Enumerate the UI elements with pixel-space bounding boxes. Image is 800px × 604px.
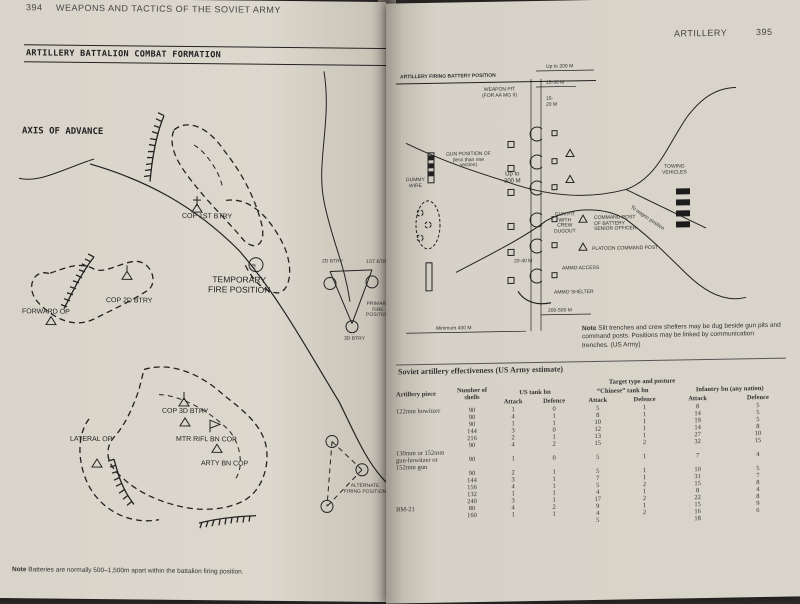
label-weapon-pit: WEAPON PIT (FOR AA MG II) bbox=[482, 87, 517, 99]
label-forward-op: FORWARD OP bbox=[22, 308, 70, 316]
lateral-op-symbol bbox=[92, 459, 102, 467]
row-weapon bbox=[394, 519, 450, 527]
table-cell: 5 bbox=[576, 517, 620, 525]
table-cell: 1 bbox=[620, 446, 670, 468]
artillery-table: Artillery piece Number of shells Target … bbox=[394, 375, 790, 528]
hatched-ridge-bottom bbox=[199, 515, 256, 529]
command-post-symbols bbox=[566, 149, 587, 250]
dimension-range-top bbox=[536, 86, 576, 87]
label-cop-2d: COP 2D BTRY bbox=[106, 297, 152, 304]
lateral-area bbox=[80, 419, 159, 521]
table-title: Soviet artillery effectiveness (US Army … bbox=[398, 365, 563, 377]
table-cell: 4 bbox=[726, 444, 790, 466]
battalion-diagram: ⊖ bbox=[0, 0, 386, 602]
temporary-fire-position-symbol: ⊖ bbox=[251, 264, 256, 270]
table-cell bbox=[620, 516, 670, 524]
table-cell bbox=[494, 518, 532, 526]
label-cop-1st: COP 1ST BTRY bbox=[182, 213, 232, 221]
cop-2d-symbol bbox=[122, 271, 132, 279]
table-cell bbox=[532, 517, 576, 525]
label-platoon-cp: PLATOON COMMAND POST bbox=[592, 246, 658, 253]
label-3d-btry: 3D BTRY bbox=[344, 337, 365, 343]
axis-of-advance-line bbox=[90, 164, 386, 482]
label-temporary: TEMPORARY FIRE POSITION bbox=[208, 274, 270, 295]
btry-2d-marker bbox=[324, 277, 336, 289]
label-alternate: ALTERNATE FIRING POSITION bbox=[344, 484, 386, 495]
arty-bn-symbol bbox=[212, 444, 222, 452]
right-note: Note Slit trenches and crew shelters may… bbox=[582, 322, 782, 351]
label-lateral-op: LATERAL OP bbox=[70, 436, 112, 443]
towing-vehicles bbox=[676, 188, 690, 227]
right-page: ARTILLERY 395 ARTILLERY FIRING BATTERY P… bbox=[386, 0, 800, 604]
label-up-to-200: Up to 200 M bbox=[546, 64, 573, 70]
hatched-ridge-forward bbox=[61, 254, 94, 309]
label-ammo-access: AMMO ACCESS bbox=[562, 266, 599, 272]
label-15-30: 15-30 M bbox=[546, 81, 564, 87]
left-note-text: Batteries are normally 500–1,500m apart … bbox=[26, 566, 243, 575]
cop-1st-symbol bbox=[192, 196, 202, 212]
boundary-line-left bbox=[19, 158, 94, 180]
right-note-text: Slit trenches and crew shelters may be d… bbox=[582, 322, 781, 349]
table-cell: 5 bbox=[576, 447, 620, 469]
label-gun-position: GUN POSITION OF (less than one section) bbox=[446, 152, 491, 169]
col-weapon: Artillery piece bbox=[394, 380, 450, 408]
table-cell: 7 bbox=[669, 445, 725, 467]
table-cell: 18 bbox=[669, 515, 725, 523]
boundary-line bbox=[322, 71, 350, 301]
forward-op-symbol bbox=[46, 316, 56, 324]
dimension-top bbox=[536, 70, 594, 71]
table-cell bbox=[450, 519, 494, 527]
table-cell: 90 bbox=[450, 449, 494, 471]
table-cell: 1 bbox=[494, 448, 532, 470]
terrain-line-top bbox=[406, 88, 736, 199]
dummy-gun-position bbox=[416, 201, 440, 249]
label-ammo-shelter: AMMO SHELTER bbox=[554, 290, 594, 296]
label-2d-btry: 2D BTRY bbox=[322, 259, 343, 265]
right-note-bold: Note bbox=[582, 325, 596, 332]
hatched-ridge-lateral bbox=[108, 459, 134, 505]
table-cell bbox=[726, 514, 790, 522]
flag-symbol bbox=[210, 420, 220, 432]
left-page: 394 WEAPONS AND TACTICS OF THE SOVIET AR… bbox=[0, 0, 386, 602]
alternate-triangle bbox=[327, 441, 362, 506]
col-shells: Number of shells bbox=[450, 380, 494, 408]
label-20-40: 20-40 M bbox=[514, 259, 532, 265]
cop-1st-area bbox=[172, 125, 263, 246]
label-15-20: 15- 20 M bbox=[546, 97, 557, 108]
label-200-500: 200-500 M bbox=[548, 308, 572, 314]
label-up-to-300: Up to 300 M bbox=[504, 171, 521, 184]
label-cop-3d: COP 3D BTRY bbox=[162, 408, 208, 415]
row-weapon: 130mm or 152mm gun-howitzer or 152mm gun bbox=[394, 449, 450, 471]
label-command-post: COMMAND POST OF BATTERY SENIOR OFFICER bbox=[594, 215, 637, 232]
label-min-400: Minimum 400 M bbox=[436, 326, 472, 332]
ammo-shelter bbox=[518, 291, 551, 304]
label-arty-bn: ARTY BN COP bbox=[201, 460, 248, 467]
cop-1st-inner bbox=[194, 145, 222, 185]
gun-pits bbox=[530, 127, 557, 283]
label-gun-pit: GUN PIT WITH CREW DUGOUT bbox=[554, 212, 576, 234]
label-towing: TOWING VEHICLES bbox=[662, 164, 687, 175]
label-mtr-rifl: MTR RIFL BN COP bbox=[176, 436, 237, 444]
table-rule-top bbox=[396, 358, 786, 366]
mtr-rifl-symbol bbox=[180, 418, 190, 426]
table-cell: 0 bbox=[532, 447, 576, 469]
label-dummy: DUMMY WIRE bbox=[406, 178, 425, 189]
left-note-bold: Note bbox=[12, 566, 26, 573]
hatched-ridge-top bbox=[144, 113, 164, 182]
